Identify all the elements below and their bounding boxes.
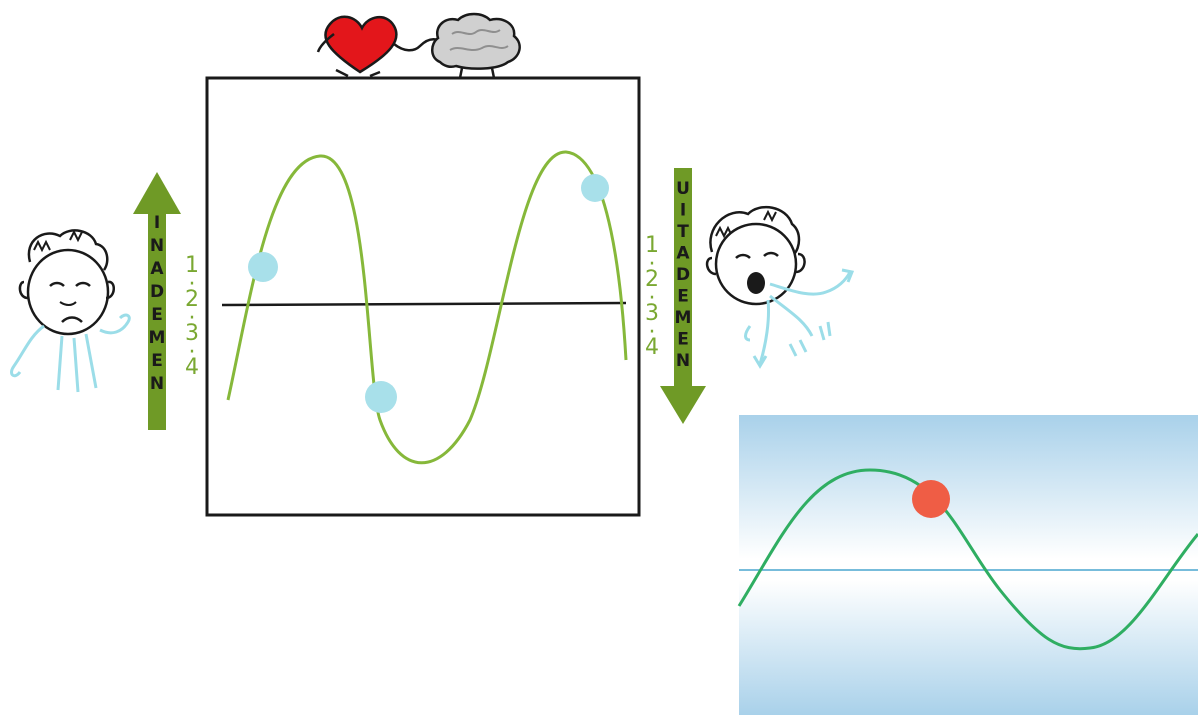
- exhale-count-separator: ·: [649, 286, 656, 311]
- brain-icon: [431, 12, 521, 79]
- inhale-label-letter: E: [151, 305, 163, 325]
- exhale-label-letter: I: [680, 201, 686, 221]
- heart-icon: [316, 15, 398, 78]
- exhale-count-number: 1: [645, 233, 659, 258]
- wave-dot-3: [581, 174, 609, 202]
- inset-dot: [912, 480, 950, 518]
- inhale-count-separator: ·: [189, 306, 196, 331]
- inhale-label-letter: N: [150, 236, 164, 256]
- inset-wave-panel: [737, 415, 1198, 715]
- inhale-count-separator: ·: [189, 272, 196, 297]
- inhale-breath-lines: [10, 313, 131, 393]
- exhale-label-letter: E: [677, 287, 689, 307]
- wave-dot-1: [248, 252, 278, 282]
- inhale-label-letter: A: [150, 259, 164, 279]
- baseline: [221, 301, 627, 307]
- inhale-count-number: 1: [185, 253, 199, 278]
- exhale-label-letter: D: [676, 265, 690, 285]
- graph-frame: [205, 76, 641, 517]
- inhale-count-number: 4: [185, 355, 199, 380]
- exhale-label-letter: U: [676, 179, 690, 199]
- inhale-count-number: 3: [185, 321, 199, 346]
- exhale-label-letter: T: [677, 222, 689, 242]
- inhale-count-number: 2: [185, 287, 199, 312]
- breath-wave: [226, 150, 628, 465]
- exhale-label-letter: A: [676, 244, 690, 264]
- inhale-arrow: [133, 172, 181, 430]
- exhale-label-letter: M: [675, 308, 692, 328]
- exhale-count-number: 4: [645, 335, 659, 360]
- exhale-count: 1·2·3·4: [645, 233, 659, 360]
- exhale-label-letter: N: [676, 351, 690, 371]
- wave-dot-2: [365, 381, 397, 413]
- exhale-arrow: [660, 168, 706, 424]
- inhale-label-letter: N: [150, 374, 164, 394]
- exhale-count-separator: ·: [649, 320, 656, 345]
- exhale-breath-lines: [744, 268, 855, 369]
- holding-hands: [393, 38, 439, 52]
- exhale-count-separator: ·: [649, 252, 656, 277]
- inhale-label-letter: D: [150, 282, 164, 302]
- inhale-label-letter: E: [151, 351, 163, 371]
- calm-face-icon: [18, 229, 115, 336]
- exhale-count-number: 3: [645, 301, 659, 326]
- exhale-label-letter: E: [677, 330, 689, 350]
- inset-wave: [737, 468, 1198, 651]
- exhale-count-number: 2: [645, 267, 659, 292]
- inhale-count-separator: ·: [189, 340, 196, 365]
- inhale-count: 1·2·3·4: [185, 253, 199, 380]
- inhale-label-letter: I: [154, 213, 160, 233]
- inhale-label-letter: M: [149, 328, 166, 348]
- exhaling-face-icon: [705, 205, 806, 306]
